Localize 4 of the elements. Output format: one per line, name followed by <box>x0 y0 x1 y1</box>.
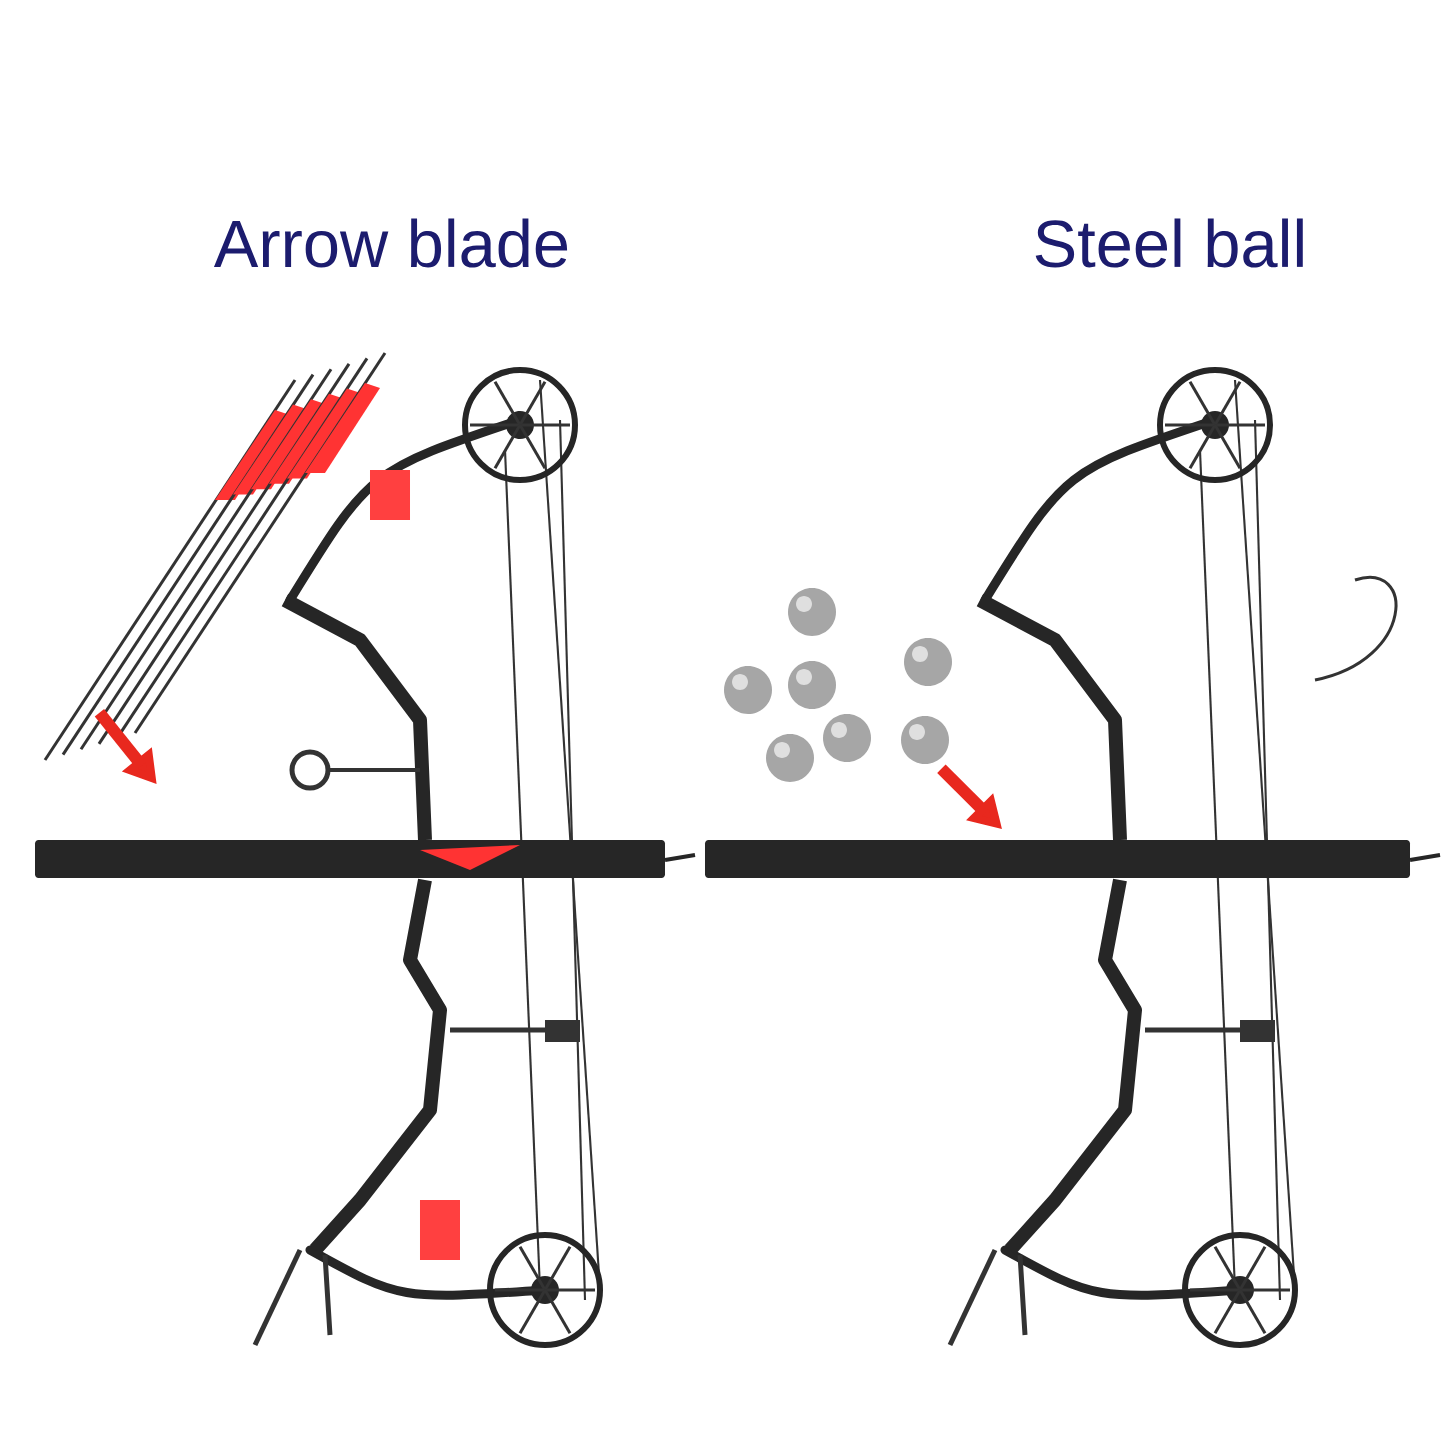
heading: Arrow blade <box>213 218 568 268</box>
compound-bow-drawing <box>705 367 1441 1348</box>
compound-bow-drawing <box>35 367 696 1348</box>
heading: Steel ball <box>1035 218 1303 268</box>
